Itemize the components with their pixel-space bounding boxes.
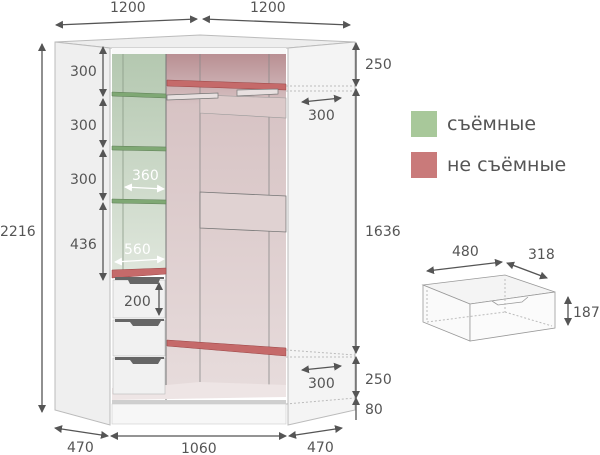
dim-right-top: 250	[365, 57, 392, 73]
dim-shelf-gap-4: 436	[70, 237, 97, 253]
dim-right-shelf-bottom: 300	[308, 376, 335, 392]
wardrobe-body	[54, 34, 356, 426]
removable-swatch	[411, 111, 437, 137]
dim-right-lower: 250	[365, 372, 392, 388]
inner-dimension-lines	[114, 183, 165, 266]
dim-inner-depth-lower: 560	[124, 242, 151, 258]
dim-bottom-right: 470	[307, 440, 334, 455]
dim-drawer-depth: 318	[528, 247, 555, 263]
dim-top-left: 1200	[110, 0, 146, 16]
dim-bottom-left: 470	[67, 440, 94, 455]
legend-removable: съёмные	[411, 111, 536, 137]
dim-right-shelf-top: 300	[308, 108, 335, 124]
dim-bottom-center: 1060	[181, 441, 217, 455]
fixed-shelves	[111, 79, 287, 357]
dim-inner-depth-upper: 360	[132, 168, 159, 184]
dim-right-middle: 1636	[365, 224, 401, 240]
dim-total-height: 2216	[0, 224, 36, 240]
legend-fixed-label: не съёмные	[447, 154, 567, 176]
removable-shelves	[111, 91, 167, 205]
dim-shelf-gap-1: 300	[70, 64, 97, 80]
dim-plinth: 80	[365, 402, 383, 418]
dim-shelf-gap-2: 300	[70, 118, 97, 134]
dim-drawer-gap: 200	[124, 294, 151, 310]
dimension-lines	[38, 15, 360, 440]
dim-drawer-height: 187	[573, 305, 600, 321]
drawer-detail: 480 318 187	[421, 244, 600, 342]
dim-shelf-gap-3: 300	[70, 172, 97, 188]
legend-removable-label: съёмные	[447, 113, 537, 135]
dim-top-right: 1200	[250, 0, 286, 16]
fixed-swatch	[411, 152, 437, 178]
dim-drawer-width: 480	[452, 244, 479, 260]
legend-fixed: не съёмные	[411, 152, 566, 178]
